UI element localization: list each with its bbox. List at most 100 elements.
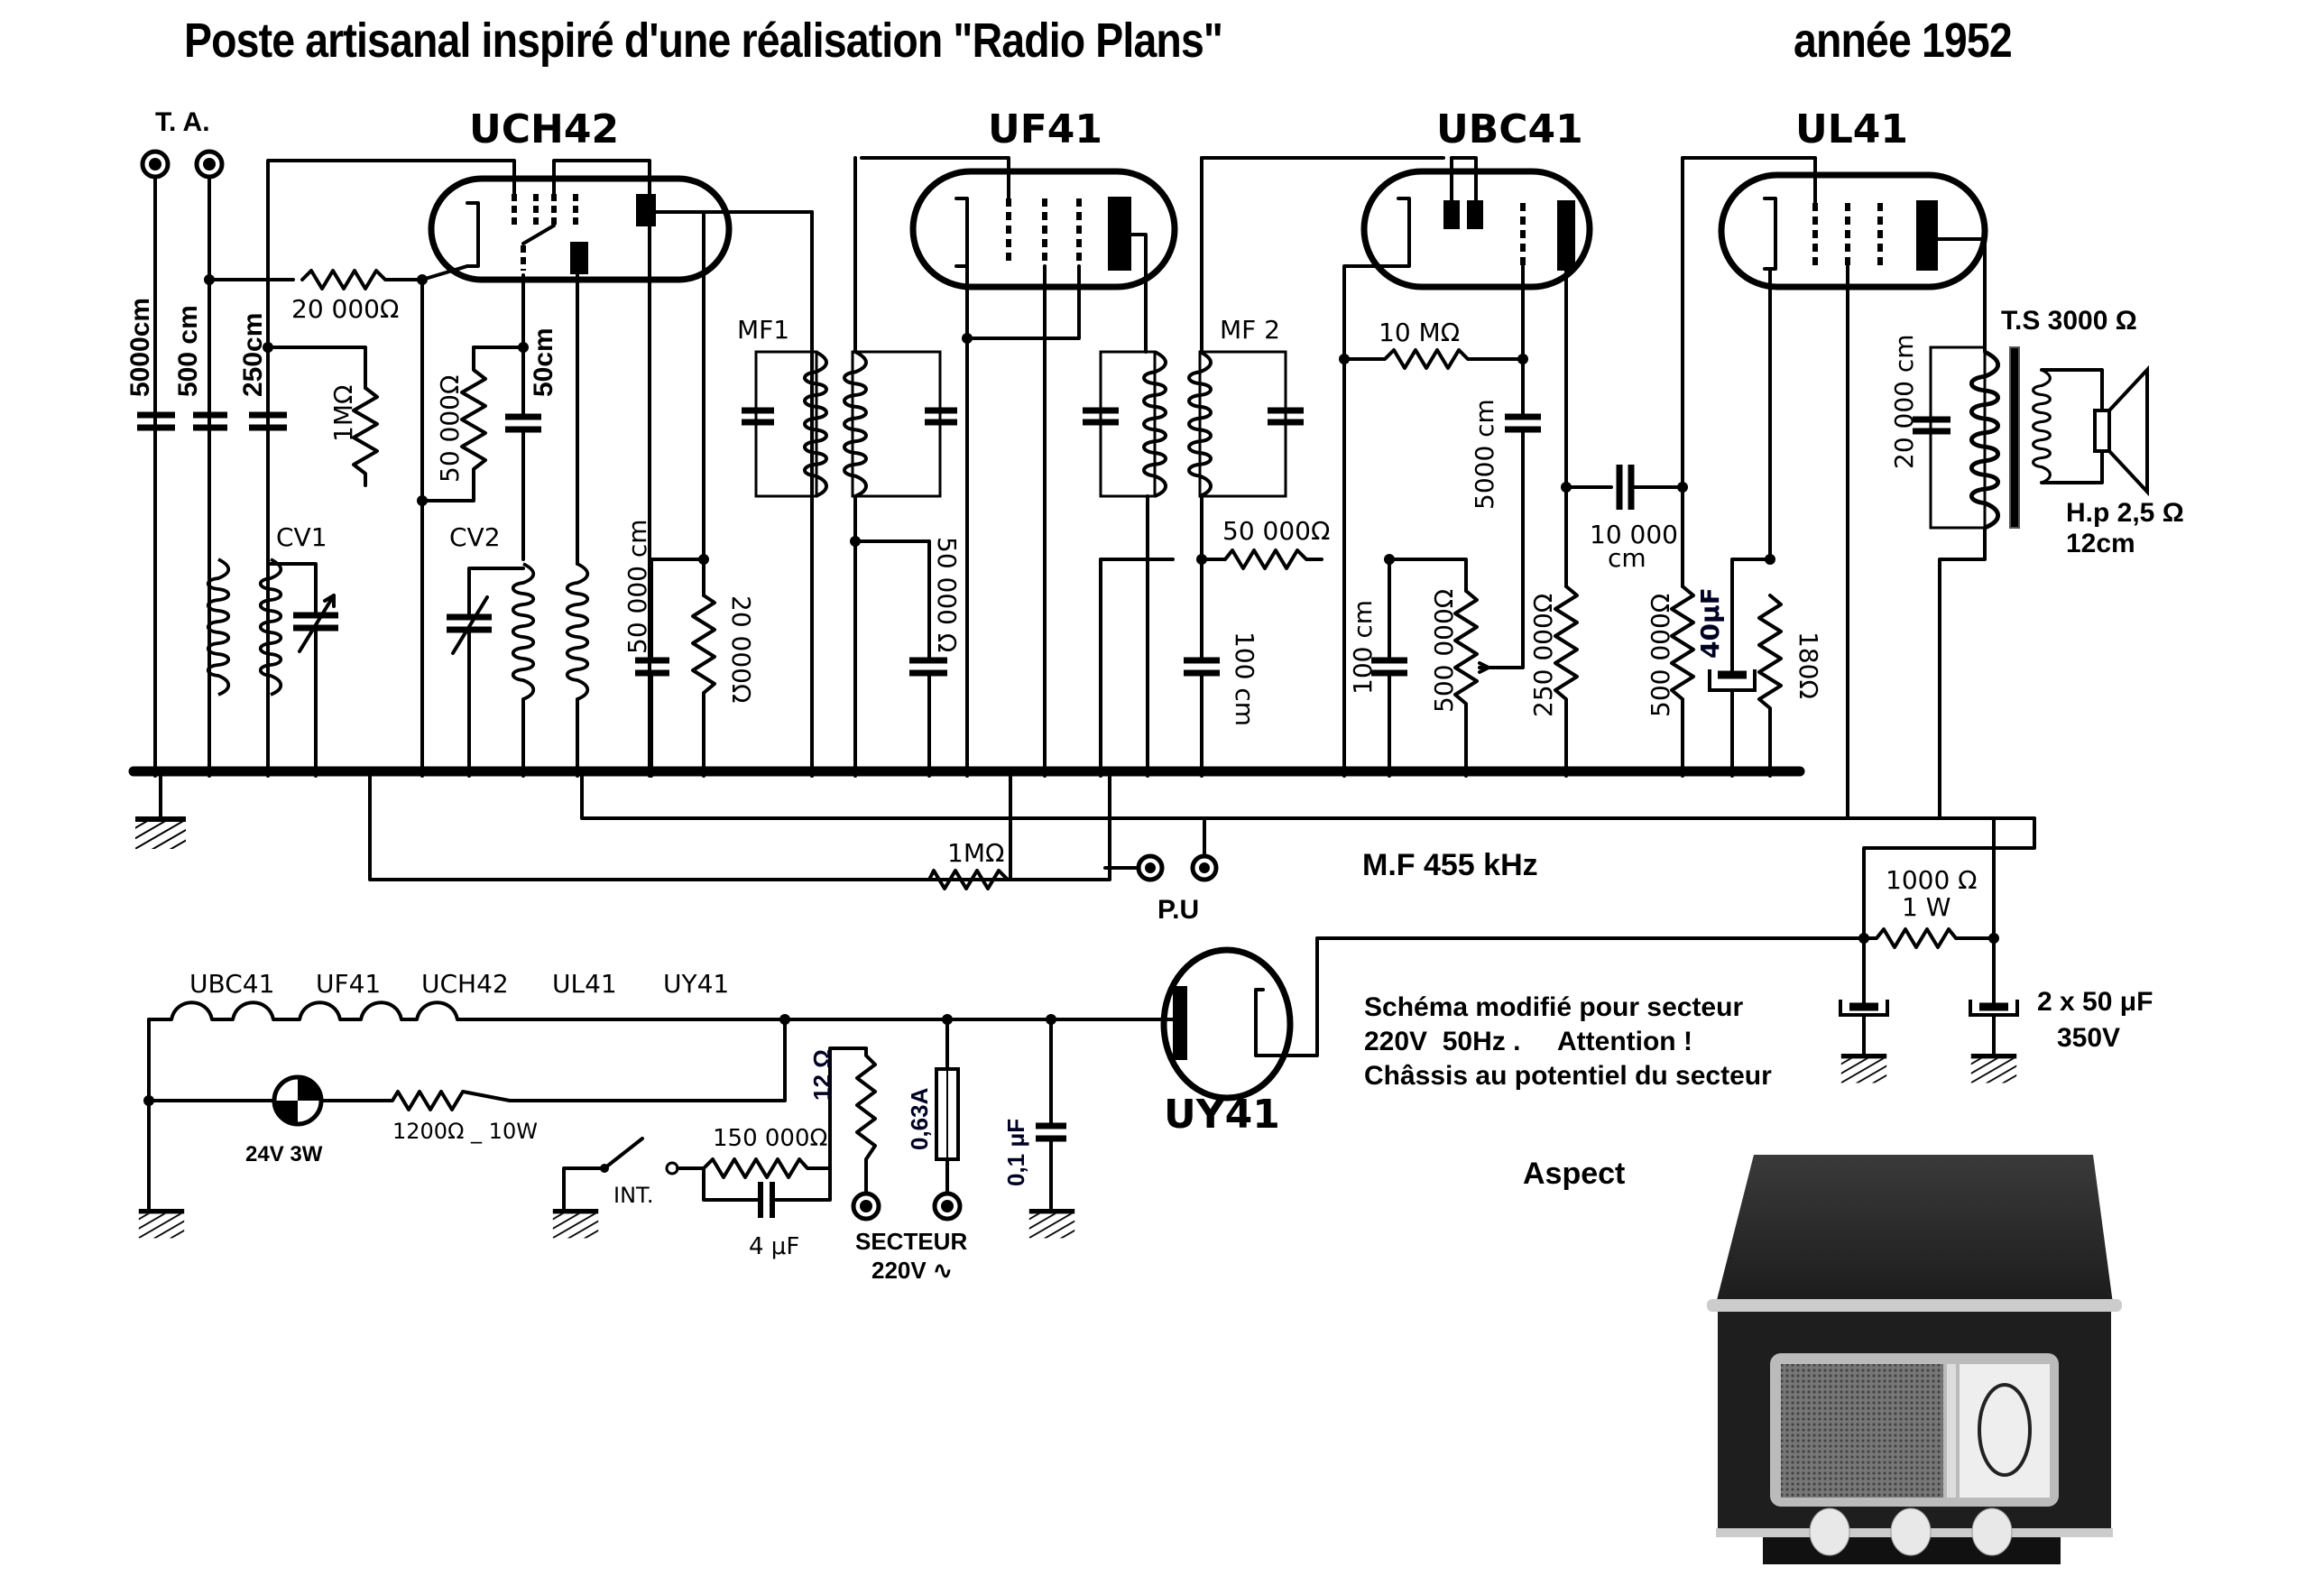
ground-symbol [553,1212,598,1239]
capacitor-100cm-mf2 [1184,657,1220,677]
oscillator-coil-reaction [567,564,588,699]
label-c-50: 50cm [529,327,558,397]
antenna-terminal[interactable] [140,149,171,180]
pilot-lamp-icon [272,1074,324,1127]
label-r-180: 180Ω [1794,632,1823,699]
antenna-label: T. A. [155,107,210,137]
label-transformer: T.S 3000 Ω [2001,306,2137,336]
label-pot-500000: 500 000Ω [1429,589,1459,713]
capacitor-500cm [193,411,227,431]
variable-capacitor-cv1 [266,562,338,778]
radio-cabinet-photo [1698,1146,2275,1579]
filter-capacitor-1 [1839,936,1889,1056]
label-heater-ubc41: UBC41 [189,969,274,999]
label-mains-line1: SECTEUR [855,1228,967,1255]
if-transformer-mf1 [742,352,957,496]
resistor-500000-grid [1670,585,1695,778]
label-r-50000-det: 50 000Ω [1222,516,1330,546]
label-r-50000-uf41: 50 000 Ω [932,537,962,652]
capacitor-5000cm-coupling [1505,413,1541,433]
knob-center[interactable] [1890,1507,1932,1556]
heater-filament-chain [147,1000,1175,1021]
label-r-50000-osc: 50 000Ω [435,375,465,483]
oscillator-coil [513,564,534,699]
tube-label-uch42: UCH42 [469,106,619,152]
label-speaker-line2: 12cm [2066,529,2135,558]
label-heater-ul41: UL41 [552,969,617,999]
label-r-250000: 250 000Ω [1528,594,1558,717]
earth-terminal[interactable] [194,149,225,180]
cabinet-trim [1707,1299,2122,1312]
label-fuse: 0,63A [906,1087,933,1150]
capacitor-50000cm-uch42 [635,657,669,677]
label-cv1: CV1 [276,522,327,552]
output-transformer [1913,346,2050,528]
label-r-20000-screen: 20 000Ω [726,595,756,703]
radio-cabinet-illustration [1707,1155,2122,1564]
label-c-100-mf2: 100 cm [1230,632,1259,726]
resistor-250000 [1554,585,1579,778]
ground-symbol [1029,1212,1074,1239]
pickup-terminal-2[interactable] [1190,853,1219,882]
speaker-grille [1781,1364,1943,1498]
label-mains-line2: 220V ∿ [872,1257,953,1284]
antenna-coil-primary [208,559,229,695]
label-c-100-det: 100 cm [1348,600,1378,695]
capacitor-0-1uF [1036,1122,1066,1142]
resistor-50000-detector [1200,549,1323,570]
label-c-20000: 20 000 cm [1889,334,1919,469]
power-switch[interactable] [600,1137,679,1176]
label-c-5000: 5000cm [125,298,155,397]
label-r-500000-grid: 500 000Ω [1646,594,1675,717]
label-r-150000: 150 000Ω [713,1125,827,1152]
tube-label-ubc41: UBC41 [1436,106,1583,152]
tube-ul41 [1718,171,1988,290]
label-c-10000-line1: 10 000 [1590,520,1678,549]
capacitor-250cm [249,411,287,431]
mains-terminal-2[interactable] [932,1191,963,1222]
knob-left[interactable] [1809,1507,1850,1556]
capacitor-uf41-grid-return [909,657,947,677]
label-heater-uch42: UCH42 [421,969,509,999]
schematic-year: année 1952 [1794,14,2013,68]
ground-symbol [1971,1056,2016,1083]
resistor-1M-osc [352,386,379,487]
cabinet-top [1716,1155,2113,1304]
antenna-coil-secondary [261,559,281,695]
label-c-10000-line2: cm [1608,543,1646,573]
label-r-12: 12 Ω [808,1049,835,1101]
capacitor-50cm [505,413,541,433]
tube-uy41 [1160,946,1294,1102]
label-r-1200: 1200Ω _ 10W [392,1119,538,1144]
tube-label-uf41: UF41 [988,106,1102,152]
mains-terminal-1[interactable] [851,1191,881,1222]
label-filter-caps-line2: 350V [2057,1023,2120,1053]
label-r-1M-osc: 1MΩ [328,385,358,442]
label-mf2: MF 2 [1220,315,1280,345]
ground-symbol [1841,1056,1886,1083]
resistor-20000-screen [691,594,716,778]
label-pickup: P.U [1157,895,1199,925]
label-c-500: 500 cm [173,305,203,397]
resistor-180 [1757,594,1783,778]
volume-potentiometer [1453,589,1479,778]
label-r-1000-line2: 1 W [1902,892,1950,922]
label-c-250: 250cm [238,313,268,397]
ground-symbol [139,1212,184,1239]
label-c-50000-uch42: 50 000 cm [622,519,652,654]
label-r-1000-line1: 1000 Ω [1886,865,1978,895]
label-mf1: MF1 [737,315,789,345]
tube-label-ul41: UL41 [1795,106,1908,152]
label-cv2: CV2 [449,522,501,552]
capacitor-5000cm [137,411,175,431]
label-c-40uF: 40μF [1695,587,1725,659]
label-r-20000-grid: 20 000Ω [291,294,399,324]
fuse-0-63A [935,1067,960,1161]
knob-right[interactable] [1971,1507,2013,1556]
pickup-terminal-1[interactable] [1136,853,1165,882]
speaker-icon [2040,364,2149,497]
label-speaker-line1: H.p 2,5 Ω [2066,498,2184,528]
label-if-frequency: M.F 455 kHz [1362,848,1538,882]
label-c-0-1uF: 0,1 μF [1002,1119,1029,1186]
